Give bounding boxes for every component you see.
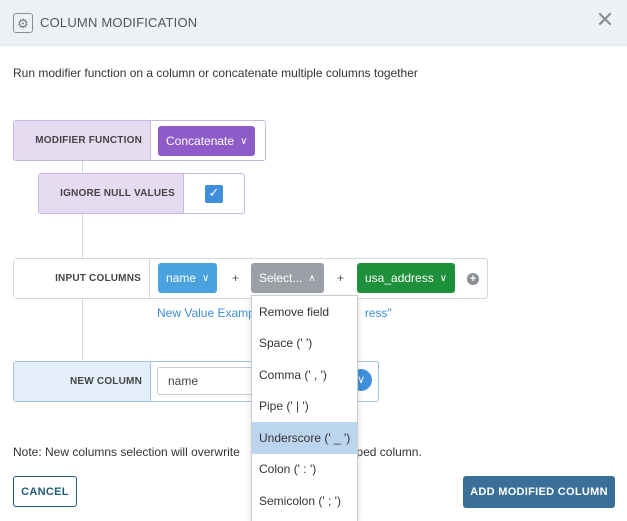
chevron-down-icon: ∨ bbox=[439, 272, 448, 284]
menu-item-colon[interactable]: Colon (' : ') bbox=[259, 462, 317, 477]
dialog-description: Run modifier function on a column or con… bbox=[13, 66, 418, 80]
input-column-1-dropdown[interactable]: name ∨ bbox=[158, 263, 218, 293]
input-columns-row: INPUT COLUMNS name ∨ + Select... ∧ + usa… bbox=[13, 258, 488, 299]
cancel-button[interactable]: CANCEL bbox=[13, 476, 77, 507]
input-column-2-dropdown[interactable]: Select... ∧ bbox=[251, 263, 324, 293]
input-columns-label: INPUT COLUMNS bbox=[14, 259, 150, 298]
menu-item-space[interactable]: Space (' ') bbox=[259, 336, 313, 351]
input-column-2-value: Select... bbox=[259, 271, 303, 285]
dialog-header: ⚙ COLUMN MODIFICATION ✕ bbox=[0, 0, 627, 46]
chevron-down-icon: ∨ bbox=[240, 135, 248, 147]
modifier-function-dropdown[interactable]: Concatenate ∨ bbox=[158, 126, 256, 156]
add-modified-column-button[interactable]: ADD MODIFIED COLUMN bbox=[463, 476, 615, 508]
example-text-left: New Value Examp bbox=[157, 306, 255, 320]
ignore-null-label: IGNORE NULL VALUES bbox=[39, 174, 184, 213]
input-column-3-dropdown[interactable]: usa_address ∨ bbox=[357, 263, 456, 293]
ignore-null-row: IGNORE NULL VALUES ✓ bbox=[38, 173, 245, 214]
new-value-example: New Value Examp ress" bbox=[157, 306, 392, 320]
close-icon[interactable]: ✕ bbox=[595, 8, 615, 33]
plus-separator: + bbox=[232, 271, 240, 285]
add-column-icon[interactable]: + bbox=[467, 273, 479, 285]
input-column-1-value: name bbox=[166, 271, 197, 285]
menu-item-underscore[interactable]: Underscore (' _ ') bbox=[252, 422, 357, 454]
gear-icon: ⚙ bbox=[13, 13, 33, 33]
ignore-null-checkbox[interactable]: ✓ bbox=[205, 185, 223, 203]
modifier-function-value: Concatenate bbox=[166, 134, 235, 148]
input-column-3-value: usa_address bbox=[365, 271, 434, 285]
modifier-function-label: MODIFIER FUNCTION bbox=[14, 121, 151, 160]
menu-item-semicolon[interactable]: Semicolon (' ; ') bbox=[259, 493, 341, 508]
example-text-right: ress" bbox=[364, 306, 392, 320]
note-text-left: Note: New columns selection will overwri… bbox=[13, 445, 240, 459]
new-column-label: NEW COLUMN bbox=[14, 362, 151, 401]
overwrite-note: Note: New columns selection will overwri… bbox=[13, 445, 422, 459]
menu-item-comma[interactable]: Comma (' , ') bbox=[259, 367, 327, 382]
modifier-function-row: MODIFIER FUNCTION Concatenate ∨ bbox=[13, 120, 266, 161]
chevron-up-icon: ∧ bbox=[308, 272, 316, 284]
plus-separator: + bbox=[337, 271, 345, 285]
separator-dropdown-menu: Remove field Space (' ') Comma (' , ') P… bbox=[251, 295, 358, 521]
menu-item-remove-field[interactable]: Remove field bbox=[259, 304, 330, 319]
menu-item-pipe[interactable]: Pipe (' | ') bbox=[259, 399, 309, 414]
dialog-title: COLUMN MODIFICATION bbox=[40, 15, 198, 30]
chevron-down-icon: ∨ bbox=[202, 272, 210, 284]
note-text-right: pped column. bbox=[349, 445, 422, 459]
